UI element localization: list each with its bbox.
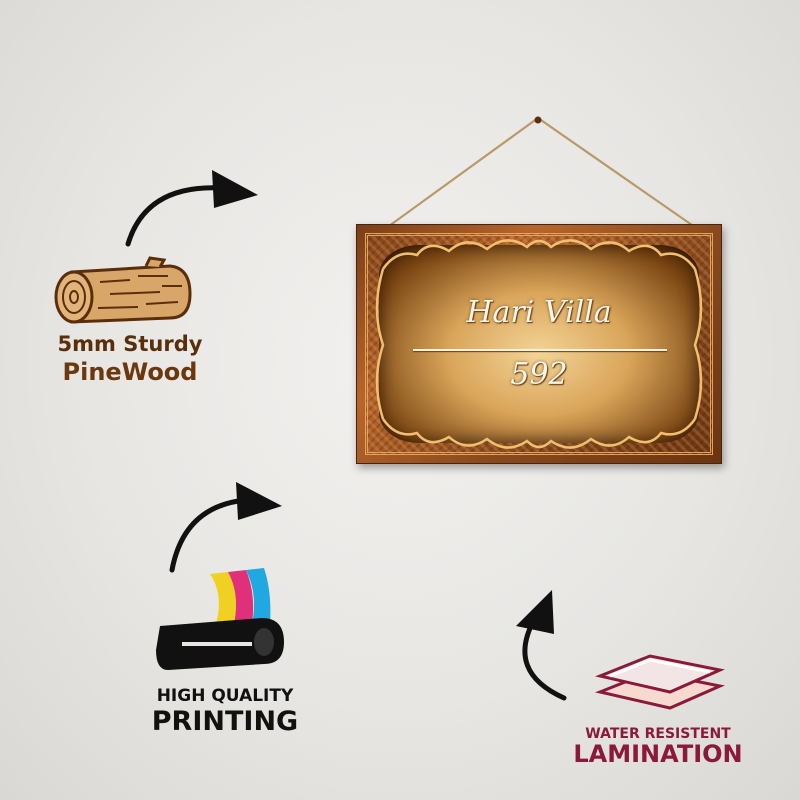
sign-inner-panel xyxy=(379,245,699,443)
wood-log-icon xyxy=(54,256,192,324)
arrowhead-lamination xyxy=(516,590,554,634)
sign-scallop-frame xyxy=(375,239,703,449)
printing-label-line2: PRINTING xyxy=(151,706,299,737)
arrowhead-wood xyxy=(212,170,258,208)
sign-divider xyxy=(413,349,667,351)
printer-icon xyxy=(156,568,284,670)
name-plate-sign: Hari Villa 592 xyxy=(356,224,722,464)
arrowhead-printing xyxy=(236,482,282,520)
sign-house-number: 592 xyxy=(510,357,568,392)
arrow-icon-printing xyxy=(169,497,249,573)
nail-icon xyxy=(534,116,542,124)
lamination-label-line2: LAMINATION xyxy=(573,740,743,768)
arrow-icon-wood xyxy=(125,185,225,247)
arrow-icon-lamination xyxy=(522,617,567,701)
lamination-label-line1: WATER RESISTENT xyxy=(585,726,731,742)
printing-label-line1: HIGH QUALITY xyxy=(156,686,294,706)
lamination-layers-icon xyxy=(594,654,725,710)
wood-label-line2: PineWood xyxy=(62,358,198,386)
wood-label-line1: 5mm Sturdy xyxy=(57,332,203,356)
sign-house-name: Hari Villa xyxy=(466,295,612,330)
